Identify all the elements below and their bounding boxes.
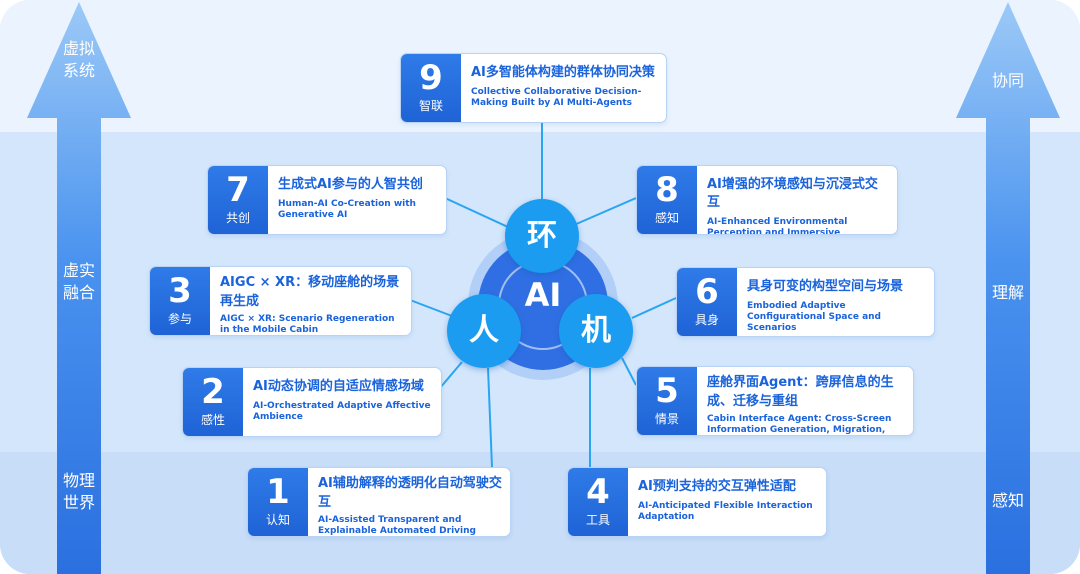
card-1-subtitle: AI-Assisted Transparent and Explainable …	[318, 515, 476, 536]
card-7: 7 共创 生成式AI参与的人智共创 Human-AI Co-Creation w…	[207, 165, 447, 235]
card-6-number: 6	[695, 272, 719, 312]
line-6	[631, 297, 677, 319]
line-1	[487, 367, 493, 468]
card-2-subtitle: AI-Orchestrated Adaptive Affective Ambie…	[253, 401, 431, 422]
card-5-title: 座舱界面Agent：跨屏信息的生成、迁移与重组	[707, 375, 894, 409]
line-5	[621, 357, 637, 386]
card-5: 5 情景 座舱界面Agent：跨屏信息的生成、迁移与重组 Cabin Inter…	[636, 366, 914, 436]
card-8-tag: 感知	[654, 211, 679, 225]
left-up-arrow	[27, 2, 131, 574]
card-1: 1 认知 AI辅助解释的透明化自动驾驶交互 AI-Assisted Transp…	[247, 467, 511, 537]
card-2: 2 感性 AI动态协调的自适应情感场域 AI-Orchestrated Adap…	[182, 367, 442, 437]
label-understanding: 理解	[991, 283, 1024, 302]
line-3	[409, 299, 453, 317]
card-9-subtitle: Collective Collaborative Decision-Making…	[471, 87, 642, 108]
card-2-badge: 2 感性	[183, 368, 243, 436]
card-9-tag: 智联	[418, 99, 443, 113]
label-physical-world: 物理世界	[62, 471, 95, 512]
card-8-title: AI增强的环境感知与沉浸式交互	[707, 177, 878, 210]
card-3-tag: 参与	[167, 312, 192, 326]
card-5-badge: 5 情景	[637, 367, 697, 435]
card-7-tag: 共创	[225, 211, 250, 225]
card-3-badge: 3 参与	[150, 267, 210, 335]
label-virtual-system: 虚拟系统	[62, 39, 95, 80]
card-6: 6 具身 具身可变的构型空间与场景 Embodied Adaptive Conf…	[676, 267, 935, 337]
card-7-subtitle: Human-AI Co-Creation with Generative AI	[278, 199, 416, 220]
card-6-tag: 具身	[694, 313, 719, 327]
node-human: 人	[447, 294, 521, 368]
card-8-number: 8	[655, 170, 679, 210]
line-8	[573, 197, 637, 226]
card-1-number: 1	[266, 472, 290, 512]
card-2-tag: 感性	[200, 413, 225, 427]
label-perception: 感知	[991, 491, 1024, 510]
line-7	[444, 197, 511, 229]
card-4-badge: 4 工具	[568, 468, 628, 536]
ai-hub-label: AI	[524, 276, 562, 314]
card-8-subtitle: AI-Enhanced Environmental Perception and…	[707, 217, 848, 235]
card-9: 9 智联 AI多智能体构建的群体协同决策 Collective Collabor…	[400, 53, 667, 123]
physical-world-band	[0, 452, 1080, 574]
card-2-number: 2	[201, 372, 225, 412]
card-4-title: AI预判支持的交互弹性适配	[638, 479, 796, 494]
card-3: 3 参与 AIGC × XR：移动座舱的场景再生成 AIGC × XR: Sce…	[149, 266, 412, 336]
card-7-badge: 7 共创	[208, 166, 268, 234]
card-7-title: 生成式AI参与的人智共创	[278, 177, 423, 192]
card-4-subtitle: AI-Anticipated Flexible Interaction Adap…	[638, 501, 813, 522]
label-collaboration: 协同	[991, 71, 1024, 90]
card-6-subtitle: Embodied Adaptive Configurational Space …	[747, 301, 881, 333]
card-9-title: AI多智能体构建的群体协同决策	[471, 65, 655, 80]
node-environment: 环	[505, 199, 579, 273]
node-machine: 机	[559, 294, 633, 368]
card-3-title: AIGC × XR：移动座舱的场景再生成	[220, 275, 400, 309]
card-5-number: 5	[655, 371, 679, 411]
card-7-number: 7	[226, 170, 250, 210]
card-5-tag: 情景	[654, 412, 679, 426]
label-virtual-real-fusion: 虚实融合	[62, 261, 95, 302]
card-8-badge: 8 感知	[637, 166, 697, 234]
right-up-arrow	[956, 2, 1060, 574]
card-6-title: 具身可变的构型空间与场景	[747, 279, 904, 294]
card-1-tag: 认知	[265, 513, 290, 527]
card-2-title: AI动态协调的自适应情感场域	[253, 379, 424, 394]
card-3-number: 3	[168, 271, 192, 311]
card-8: 8 感知 AI增强的环境感知与沉浸式交互 AI-Enhanced Environ…	[636, 165, 898, 235]
card-1-title: AI辅助解释的透明化自动驾驶交互	[318, 476, 502, 510]
card-9-number: 9	[419, 58, 443, 98]
card-5-subtitle: Cabin Interface Agent: Cross-Screen Info…	[707, 414, 892, 435]
card-4-number: 4	[586, 472, 610, 512]
card-4: 4 工具 AI预判支持的交互弹性适配 AI-Anticipated Flexib…	[567, 467, 827, 537]
card-1-badge: 1 认知	[248, 468, 308, 536]
card-3-subtitle: AIGC × XR: Scenario Regeneration in the …	[220, 314, 395, 335]
line-2	[439, 361, 463, 389]
card-4-tag: 工具	[585, 513, 610, 527]
card-9-badge: 9 智联	[401, 54, 461, 122]
card-6-badge: 6 具身	[677, 268, 737, 336]
